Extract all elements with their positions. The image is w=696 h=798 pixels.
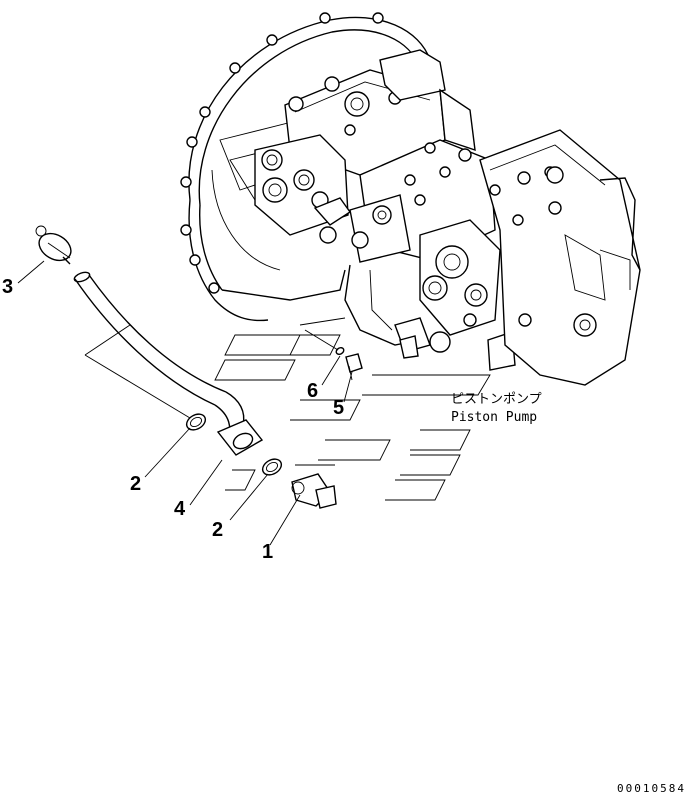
- regulator-right: [419, 219, 516, 371]
- component-label: ピストンポンプ Piston Pump: [451, 392, 542, 425]
- valve-block-left: [254, 134, 351, 244]
- callout-2-lower: 2: [212, 519, 223, 541]
- callout-4: 4: [174, 498, 186, 520]
- flywheel-housing: [180, 12, 431, 322]
- plug-and-oring: [335, 347, 363, 381]
- breather-cap: [35, 225, 72, 265]
- callout-5: 5: [333, 397, 344, 419]
- callout-6: 6: [307, 380, 318, 402]
- ghost-panels: [214, 317, 491, 501]
- callout-3: 3: [2, 276, 13, 298]
- document-number: 00010584: [617, 782, 686, 795]
- pump-body-rear: [479, 129, 641, 386]
- component-label-en: Piston Pump: [451, 410, 537, 425]
- leader-lines: [17, 260, 353, 546]
- o-rings: [185, 413, 283, 476]
- elbow-fitting: [291, 473, 337, 509]
- callout-2-upper: 2: [130, 473, 141, 495]
- callout-labels: 1 2 2 3 4 5 6: [2, 276, 344, 563]
- pipe: [73, 271, 264, 456]
- callout-1: 1: [262, 541, 273, 563]
- component-label-jp: ピストンポンプ: [451, 392, 542, 407]
